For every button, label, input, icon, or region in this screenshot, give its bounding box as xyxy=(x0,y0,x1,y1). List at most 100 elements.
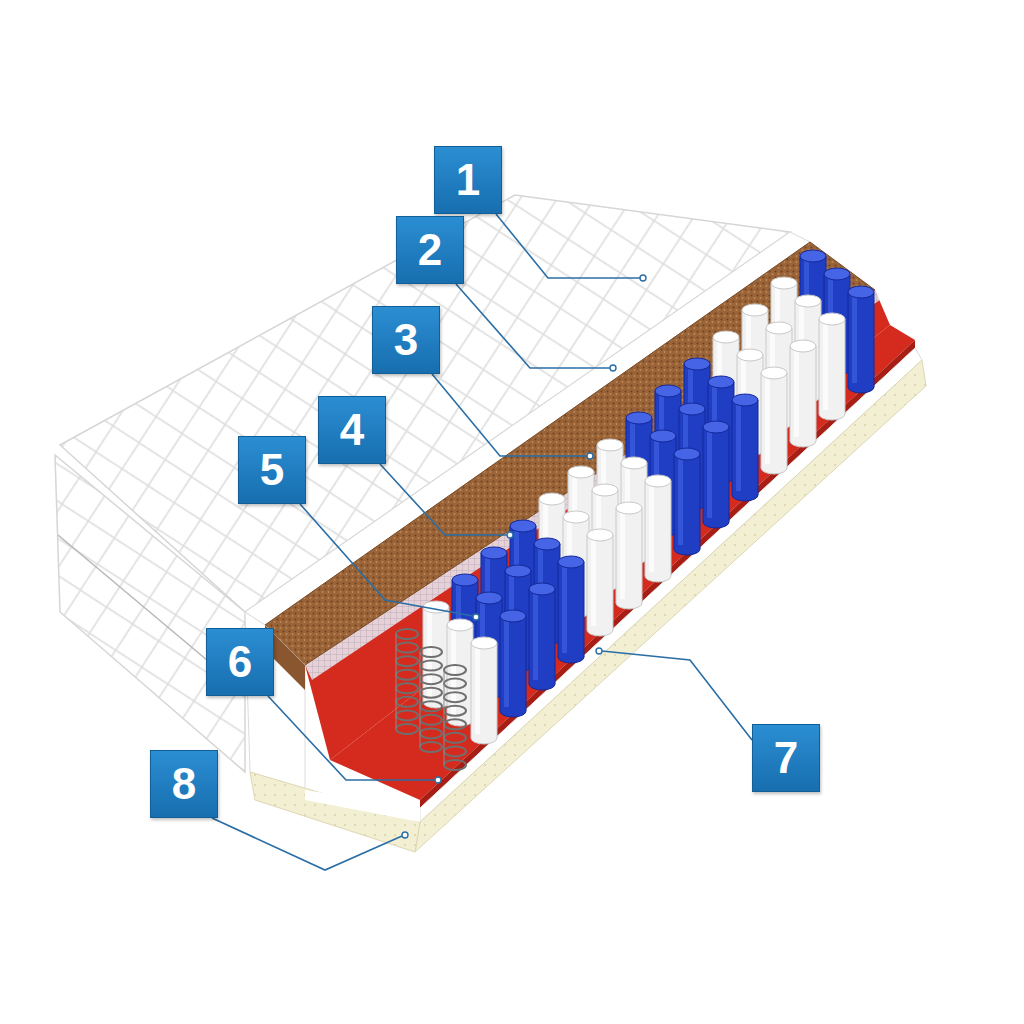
latex-side xyxy=(415,360,926,852)
leader-line xyxy=(212,818,402,870)
coil-turn xyxy=(396,670,418,680)
spring-top xyxy=(500,610,526,622)
coil-turn xyxy=(396,710,418,720)
spring-body xyxy=(848,292,874,387)
coil-turn xyxy=(444,746,466,756)
spring-top xyxy=(626,412,652,424)
coil-side xyxy=(420,652,421,747)
blue-pocket-spring xyxy=(529,583,555,690)
spring-body xyxy=(761,373,787,468)
foam-end-bottom xyxy=(305,790,420,822)
spring-body xyxy=(732,400,758,495)
blue-pocket-spring xyxy=(674,448,700,555)
spring-edge xyxy=(790,346,791,441)
spring-body xyxy=(471,643,497,738)
spring-top xyxy=(481,547,507,559)
white-pocket-spring xyxy=(819,313,845,420)
spring-top xyxy=(703,421,729,433)
callout-number: 3 xyxy=(394,318,418,362)
spring-top xyxy=(621,457,647,469)
spring-edge xyxy=(558,562,559,657)
spring-edge xyxy=(497,643,498,738)
spring-top xyxy=(645,475,671,487)
spring-shine xyxy=(794,350,799,437)
spring-shine xyxy=(678,458,683,545)
spring-edge xyxy=(500,616,501,711)
leader-line xyxy=(300,504,473,616)
spring-top xyxy=(452,574,478,586)
spring-shine xyxy=(649,485,654,572)
spring-top xyxy=(819,313,845,325)
coil-turn xyxy=(420,688,442,698)
spring-edge xyxy=(848,292,849,387)
coil-turn xyxy=(420,701,442,711)
callout-number: 8 xyxy=(172,762,196,806)
coil-turn xyxy=(396,697,418,707)
spring-edge xyxy=(729,427,730,522)
spring-body xyxy=(587,535,613,630)
white-pocket-spring xyxy=(761,367,787,474)
coil-turn xyxy=(444,692,466,702)
spring-body xyxy=(819,319,845,414)
coil-turn xyxy=(444,719,466,729)
spring-top xyxy=(795,295,821,307)
coil-turn xyxy=(396,724,418,734)
callout-box: 2 xyxy=(396,216,464,284)
spring-edge xyxy=(758,400,759,495)
spring-edge xyxy=(471,643,472,738)
blue-pocket-spring xyxy=(558,556,584,663)
cover-end xyxy=(55,455,245,772)
spring-top xyxy=(742,304,768,316)
coil-turn xyxy=(420,728,442,738)
spring-top xyxy=(529,583,555,595)
spring-top xyxy=(790,340,816,352)
spring-edge xyxy=(674,454,675,549)
spring-shine xyxy=(736,404,741,491)
coil-turn xyxy=(444,706,466,716)
coil-turn xyxy=(396,643,418,653)
callout-box: 6 xyxy=(206,628,274,696)
spring-top xyxy=(800,250,826,262)
leader-line xyxy=(602,651,752,740)
leader-line xyxy=(432,374,587,456)
spring-body xyxy=(529,589,555,684)
spring-top xyxy=(505,565,531,577)
spring-edge xyxy=(587,535,588,630)
spring-edge xyxy=(732,400,733,495)
callout-number: 2 xyxy=(418,228,442,272)
coil-turn xyxy=(444,760,466,770)
spring-shine xyxy=(765,377,770,464)
callout-box: 3 xyxy=(372,306,440,374)
blue-pocket-spring xyxy=(703,421,729,528)
spring-top xyxy=(766,322,792,334)
blue-pocket-spring xyxy=(500,610,526,717)
spring-body xyxy=(616,508,642,603)
spring-top xyxy=(597,439,623,451)
blue-pocket-spring xyxy=(848,286,874,393)
steel-coil xyxy=(444,665,466,770)
leader-dot xyxy=(473,614,479,620)
white-pocket-spring xyxy=(616,502,642,609)
spring-edge xyxy=(700,454,701,549)
spring-top xyxy=(471,637,497,649)
spring-body xyxy=(703,427,729,522)
callout-number: 1 xyxy=(456,158,480,202)
spring-edge xyxy=(816,346,817,441)
white-pocket-spring xyxy=(447,619,473,726)
callout-number: 6 xyxy=(228,640,252,684)
spring-edge xyxy=(787,373,788,468)
callout-box: 4 xyxy=(318,396,386,464)
white-pocket-spring xyxy=(587,529,613,636)
spring-edge xyxy=(703,427,704,522)
spring-top xyxy=(447,619,473,631)
spring-edge xyxy=(845,319,846,414)
leader-dot xyxy=(435,777,441,783)
coil-turn xyxy=(420,742,442,752)
spring-edge xyxy=(616,508,617,603)
callout-number: 4 xyxy=(340,408,364,452)
spring-top xyxy=(568,466,594,478)
spring-top xyxy=(592,484,618,496)
leader-dot xyxy=(402,832,408,838)
